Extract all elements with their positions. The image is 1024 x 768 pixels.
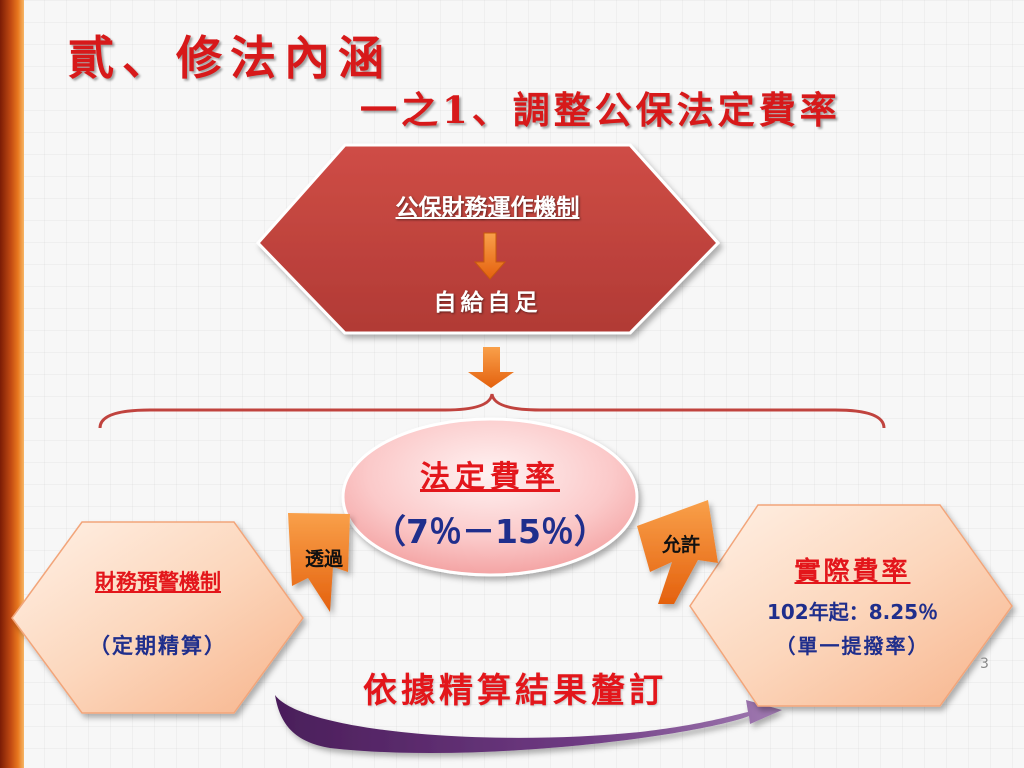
right-bent-arrow — [637, 500, 718, 604]
top-box-heading: 公保財務運作機制 — [395, 194, 580, 221]
right-hexagon — [689, 504, 1013, 707]
slide-title: 貳、修法內涵 — [68, 31, 392, 85]
brace — [98, 393, 886, 429]
left-box-heading: 財務預警機制 — [95, 569, 221, 594]
left-hexagon — [11, 521, 304, 714]
slide-subtitle: 一之1、調整公保法定費率 — [360, 88, 841, 132]
left-arrow-label: 透過 — [304, 548, 343, 570]
left-bent-arrow — [288, 513, 350, 612]
bottom-caption: 依據精算結果釐訂 — [363, 671, 667, 711]
right-box-heading: 實際費率 — [794, 557, 911, 587]
page-number: 3 — [980, 656, 989, 672]
left-box-body: （定期精算） — [89, 633, 227, 658]
top-box-body: 自給自足 — [433, 289, 542, 316]
center-oval — [341, 417, 639, 577]
right-arrow-label: 允許 — [661, 534, 700, 556]
center-oval-range: （7％－15％） — [373, 512, 607, 551]
left-accent-bar — [0, 0, 24, 768]
inner-down-arrow — [473, 232, 507, 280]
right-box-line2: （單一提撥率） — [775, 634, 930, 658]
right-box-line1: 102年起：8.25％ — [766, 600, 939, 624]
down-arrow — [468, 347, 514, 388]
center-oval-heading: 法定費率 — [420, 460, 560, 495]
bottom-curved-arrow — [275, 695, 782, 754]
